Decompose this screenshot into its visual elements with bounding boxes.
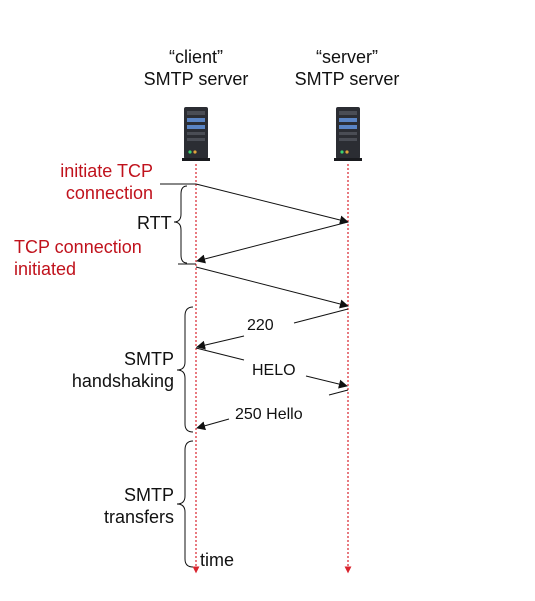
message-250-hello-label: 250 Hello: [235, 406, 303, 423]
smtp-handshaking-line-2: handshaking: [71, 371, 174, 391]
initiate-tcp-annotation: initiate TCP connection: [0, 160, 153, 204]
reply-220-arrow-part-2: [196, 335, 245, 350]
smtp-handshaking-label: SMTP handshaking: [0, 348, 174, 392]
reply-250-arrow-part-1: [328, 389, 349, 396]
tcp-initiated-annotation: TCP connection initiated: [14, 236, 142, 280]
rtt-label: RTT: [137, 213, 172, 233]
client-host-header: “client” SMTP server: [96, 46, 296, 90]
smtp-handshaking-brace: [176, 306, 194, 433]
message-220-label: 220: [247, 317, 274, 334]
tcp-synack-arrow: [196, 221, 349, 264]
helo-arrow-part-1: [195, 347, 245, 361]
client-name-label: SMTP server: [143, 69, 249, 89]
server-host-header: “server” SMTP server: [247, 46, 447, 90]
smtp-transfers-line-1: SMTP: [123, 485, 174, 505]
time-label: time: [200, 550, 235, 570]
reply-220-arrow-part-1: [293, 308, 349, 324]
tcp-syn-arrow: [195, 183, 349, 225]
smtp-handshaking-line-1: SMTP: [123, 349, 174, 369]
server-role-label: “server”: [316, 47, 378, 67]
message-helo-label: HELO: [252, 362, 296, 379]
smtp-transfers-brace: [176, 440, 194, 568]
smtp-transfers-label: SMTP transfers: [0, 484, 174, 528]
initiate-tcp-line-1: initiate TCP: [60, 161, 153, 181]
initiate-tcp-line-2: connection: [65, 183, 153, 203]
smtp-transfers-line-2: transfers: [103, 507, 174, 527]
client-server-tower-icon: [182, 107, 210, 161]
server-name-label: SMTP server: [294, 69, 400, 89]
rtt-brace: [173, 185, 188, 264]
reply-250-arrow-part-2: [196, 418, 230, 431]
tcp-initiated-line-1: TCP connection: [14, 237, 142, 257]
helo-arrow-part-2: [305, 375, 348, 389]
tcp-initiated-line-2: initiated: [14, 259, 77, 279]
tcp-ack-arrow: [195, 266, 349, 309]
client-role-label: “client”: [168, 47, 223, 67]
server-server-tower-icon: [334, 107, 362, 161]
